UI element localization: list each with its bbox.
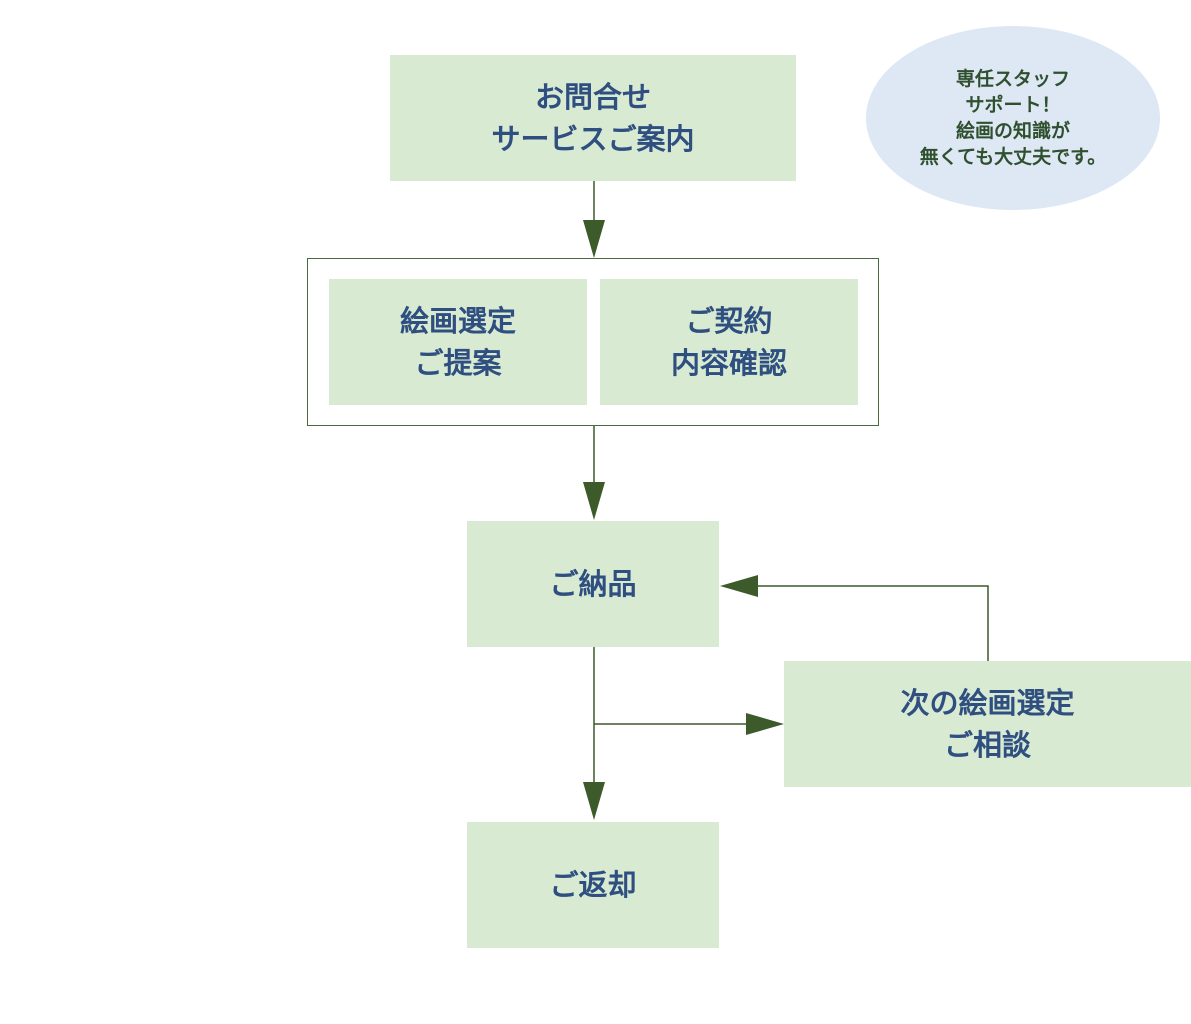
node-return-line1: ご返却: [549, 868, 637, 902]
arrowhead-to-delivery: [583, 482, 605, 520]
node-contract-line2: 内容確認: [670, 346, 787, 380]
callout-line3: 絵画の知識が: [955, 120, 1070, 142]
node-selection-line1: 絵画選定: [399, 304, 516, 338]
node-delivery: ご納品: [467, 521, 719, 647]
node-return: ご返却: [467, 822, 719, 948]
connector-next-consult-to-delivery: [756, 585, 989, 661]
node-selection-line2: ご提案: [414, 346, 502, 380]
callout-line1: 専任スタッフ: [955, 68, 1070, 90]
node-inquiry-line2: サービスご案内: [491, 122, 695, 156]
node-inquiry: お問合せ サービスご案内: [390, 55, 796, 181]
arrowhead-to-group: [583, 220, 605, 258]
arrowhead-back-to-delivery: [720, 575, 758, 597]
callout-line2: サポート！: [965, 94, 1061, 116]
node-contract-line1: ご契約: [685, 304, 773, 338]
node-next-consult-line1: 次の絵画選定: [900, 686, 1075, 720]
node-contract: ご契約 内容確認: [600, 279, 858, 405]
node-selection: 絵画選定 ご提案: [329, 279, 587, 405]
node-delivery-line1: ご納品: [549, 567, 637, 601]
arrowhead-to-return: [583, 782, 605, 820]
node-next-consult-line2: ご相談: [943, 728, 1031, 762]
node-next-consult: 次の絵画選定 ご相談: [784, 661, 1191, 787]
arrowhead-to-next-consult: [746, 713, 784, 735]
node-inquiry-line1: お問合せ: [534, 80, 651, 114]
staff-support-callout: 専任スタッフ サポート！ 絵画の知識が 無くても大丈夫です。: [866, 26, 1160, 210]
callout-line4: 無くても大丈夫です。: [919, 146, 1107, 168]
